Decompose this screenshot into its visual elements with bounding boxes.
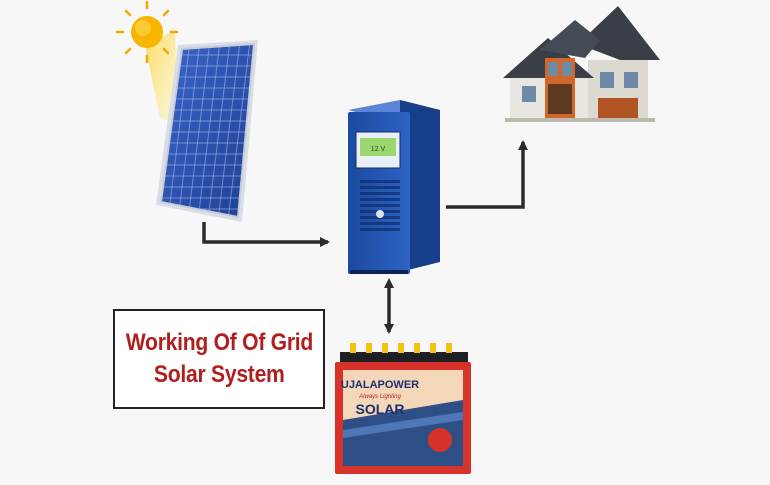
battery: UJALAPOWER Always Lighting SOLAR [335,343,471,474]
title-box: Working Of Of Grid Solar System [113,309,325,409]
battery-product: SOLAR [356,401,405,417]
arrow-panel-to-inverter [202,222,330,247]
solar-panel [156,40,258,222]
arrow-inverter-to-house [446,140,528,209]
title-line-1: Working Of Of Grid [125,329,313,356]
house [503,6,660,122]
title-line-2: Solar System [153,361,285,388]
inverter: 12 V [348,100,440,274]
sun-icon [115,0,179,125]
battery-tagline: Always Lighting [358,394,401,400]
inverter-screen-text: 12 V [371,146,386,153]
inverter-vent [360,180,400,231]
battery-brand: UJALAPOWER [341,379,419,391]
